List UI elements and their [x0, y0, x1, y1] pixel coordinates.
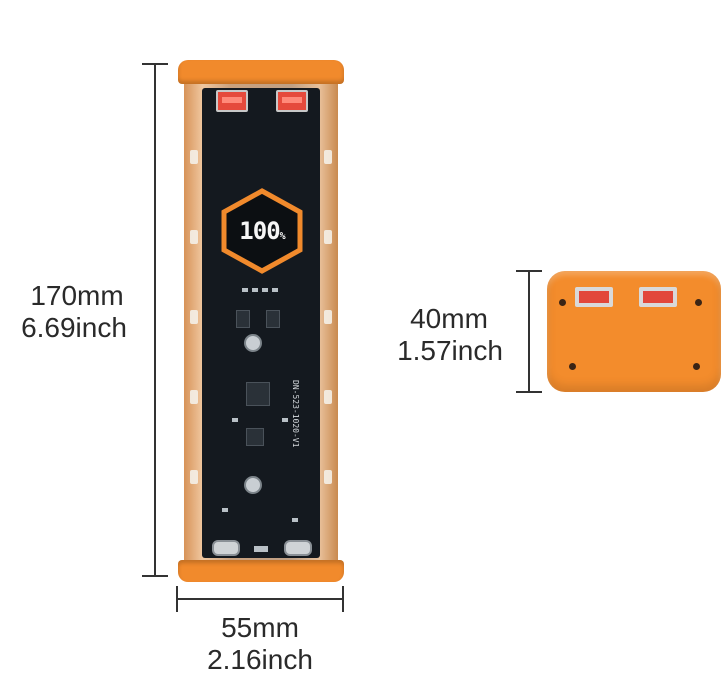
smd-component: [222, 508, 228, 512]
shell-rib: [324, 230, 332, 244]
power-bank-end-view: [547, 271, 721, 392]
battery-percentage-unit: %: [279, 231, 286, 242]
battery-percentage-display: 100%: [230, 218, 294, 244]
usb-a-port-right: [276, 90, 308, 112]
depth-dimension-line: [528, 270, 530, 392]
usb-a-port-left: [216, 90, 248, 112]
shell-rib: [190, 310, 198, 324]
shell-rib: [190, 470, 198, 484]
height-tick-bottom: [142, 575, 168, 577]
smd-component: [282, 418, 288, 422]
shell-rib: [190, 230, 198, 244]
width-mm-label: 55mm: [221, 612, 299, 643]
height-inch-label: 6.69inch: [21, 312, 127, 343]
shell-rib: [324, 470, 332, 484]
usb-c-port-left: [212, 540, 240, 556]
shell-rib: [190, 390, 198, 404]
shell-rib: [324, 150, 332, 164]
capacitor: [244, 476, 262, 494]
ic-chip: [236, 310, 250, 328]
width-inch-label: 2.16inch: [207, 644, 313, 675]
top-end-cap: [178, 60, 344, 84]
smd-component: [272, 288, 278, 292]
micro-usb-port: [254, 546, 268, 552]
screw-top-right: [695, 299, 702, 306]
shell-rib: [190, 150, 198, 164]
smd-component: [252, 288, 258, 292]
usb-a-port-right: [639, 287, 677, 307]
power-bank-front-view: 100% DN-523-1020-V1: [178, 60, 344, 582]
pcb-marking: DN-523-1020-V1: [291, 380, 300, 448]
usb-c-port-right: [284, 540, 312, 556]
height-dimension-line: [154, 63, 156, 576]
usb-a-port-left: [575, 287, 613, 307]
height-mm-label: 170mm: [30, 280, 124, 311]
screw-bottom-left: [569, 363, 576, 370]
width-tick-right: [342, 586, 344, 612]
battery-percentage-value: 100: [239, 217, 280, 245]
depth-mm-label: 40mm: [410, 303, 488, 334]
smd-component: [242, 288, 248, 292]
width-dimension-line: [176, 598, 344, 600]
battery-display-frame: [221, 188, 303, 274]
depth-inch-label: 1.57inch: [397, 335, 503, 366]
smd-component: [292, 518, 298, 522]
inductor: [246, 382, 270, 406]
smd-component: [232, 418, 238, 422]
screw-top-left: [559, 299, 566, 306]
depth-tick-bottom: [516, 391, 542, 393]
circuit-board: 100% DN-523-1020-V1: [202, 88, 320, 558]
ic-chip: [246, 428, 264, 446]
shell-rib: [324, 310, 332, 324]
smd-component: [262, 288, 268, 292]
bottom-end-cap: [178, 560, 344, 582]
capacitor: [244, 334, 262, 352]
shell-rib: [324, 390, 332, 404]
screw-bottom-right: [693, 363, 700, 370]
ic-chip: [266, 310, 280, 328]
